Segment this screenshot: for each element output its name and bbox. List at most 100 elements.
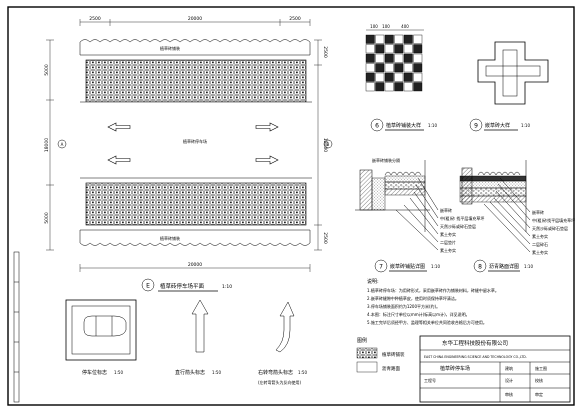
detail7-callout-3: 天然沙砾或碎石垫层 (440, 223, 476, 229)
paver-cell (413, 53, 423, 63)
straight-arrow-detail: 直行箭头标志 1:50 (175, 299, 221, 376)
grass-brick-outline (477, 41, 549, 105)
detail8-callout-1: 嵌草砖 (532, 209, 544, 215)
row-review: 审核 (505, 391, 513, 397)
detail6-dim-2: 100 (382, 24, 390, 29)
paver-cell (365, 34, 375, 44)
dim-left-total: 18000 (44, 138, 50, 152)
arrow-right-1 (255, 122, 279, 132)
paver-cell (384, 53, 394, 63)
curb-stone (359, 169, 373, 211)
row-approve: 审定 (535, 391, 543, 397)
detail7-callout-1: 嵌草砖 (440, 207, 452, 213)
paver-cell (365, 72, 375, 82)
paver-cell (375, 72, 385, 82)
stage: 施工图 (535, 365, 547, 371)
paver-cell (413, 82, 423, 92)
note-line-1: 1.植草砖停车场：为用砖形式，采用嵌草砖作为铺装材料，砖缝中留水草。 (367, 287, 499, 293)
paver-cell (394, 53, 404, 63)
arrow-left-1 (107, 122, 131, 132)
detail6-bubble (370, 118, 384, 132)
paver-cell (384, 72, 394, 82)
detail9-title: 嵌草砖大样 (485, 122, 510, 129)
small-detail-2-scale: 1:50 (212, 370, 221, 375)
legend-item-1: 植草砖铺装 (382, 351, 405, 358)
small-detail-1-title: 停车位标志 (82, 369, 107, 376)
general-notes: 说明: 1.植草砖停车场：为用砖形式，采用嵌草砖作为铺装材料，砖缝中留水草。 2… (367, 278, 499, 325)
dim-bottom: 20000 (188, 262, 202, 268)
paver-cell (413, 34, 423, 44)
pave-label-mid: 植草砖停车场 (183, 138, 207, 144)
paver-grid (365, 34, 423, 92)
pave-label-bottom: 植草砖铺装 (160, 235, 180, 241)
dim-left-part-1: 5000 (44, 64, 50, 76)
legend-item-2: 沥青路面 (382, 365, 400, 372)
plan-title: 植草砖停车场平面 (160, 282, 205, 290)
small-detail-3-scale: 1:50 (298, 370, 307, 375)
paver-cell (375, 44, 385, 54)
detail-6-paver-pattern: 100 100 400 6 植草砖铺装大样 1:10 (365, 24, 437, 132)
parking-plan: 2500 20000 2500 5000 18000 5000 2500 180… (44, 16, 333, 292)
paver-cell (365, 53, 375, 63)
paver-cell (403, 63, 413, 73)
detail7-callout-4: 素土夯实 (440, 231, 456, 237)
detail7-bubble (374, 259, 388, 273)
detail9-bubble (469, 118, 483, 132)
paver-cell (365, 63, 375, 73)
paver-cell (384, 34, 394, 44)
dim-right-top: 2500 (322, 46, 328, 58)
paver-cell (403, 34, 413, 44)
drawing-name: 植草砖停车场 (440, 365, 470, 372)
row-project-no: 工程号 (424, 377, 436, 383)
paver-band-top (85, 59, 307, 103)
detail8-bubble (473, 259, 487, 273)
paver-cell (384, 63, 394, 73)
paver-cell (365, 82, 375, 92)
axis-bubble-a (57, 139, 67, 149)
detail-7-section: 嵌草砖铺装分隔 嵌草砖 中(粗)砂 找平层填充草坪 天然沙砾或碎石垫层 素土夯实… (355, 157, 484, 273)
paver-cell (394, 63, 404, 73)
paver-cell (403, 82, 413, 92)
company-name: 东华工程科技股份有限公司 (442, 339, 508, 347)
note-line-5: 5.施工完毕后须经甲方、监理等相关单位共同验收合格后方可使用。 (367, 319, 487, 325)
note-line-2: 2.嵌草砖缝隙中种植草皮，使用时须保持草坪清洁。 (367, 295, 459, 301)
note-line-4: 4.本图：标注尺寸单位以mm计(标高以m计)，详见说明。 (367, 311, 470, 317)
detail7-top-label: 嵌草砖铺装分隔 (372, 157, 400, 163)
discipline: 建筑 (505, 365, 513, 371)
detail-8-asphalt-section: 嵌草砖 中(粗)砂找平层填充草坪 天然沙砾或碎石垫层 素土夯实 二层碎石 素土夯… (459, 160, 575, 273)
plan-scale: 1:10 (222, 284, 232, 290)
detail-9-grass-brick: 9 嵌草砖大样 1:10 (469, 41, 549, 132)
turn-arrow-icon (275, 301, 295, 353)
paver-cell (413, 44, 423, 54)
turn-arrow-detail: 右转弯箭头标志 1:50 (左转弯箭头为反向使用) (258, 301, 307, 385)
paver-cell (413, 63, 423, 73)
detail8-scale: 1:10 (524, 264, 533, 269)
detail6-scale: 1:10 (428, 123, 437, 128)
note-line-3: 3.停车场铺装面积约为1200平方米(约)。 (367, 303, 440, 309)
detail8-callout-3: 天然沙砾或碎石垫层 (532, 225, 568, 231)
row-design: 设计 (505, 377, 513, 383)
paver-cell (384, 82, 394, 92)
paver-band-bottom (85, 182, 307, 226)
svg-text:7: 7 (379, 264, 383, 271)
plan-title-bubble (141, 278, 155, 292)
paver-cell (375, 53, 385, 63)
shrub-border-top (79, 39, 311, 56)
detail6-dim-3: 400 (401, 24, 409, 29)
detail9-scale: 1:10 (521, 123, 530, 128)
arrow-right-2 (255, 155, 279, 165)
legend-swatch-paver (356, 347, 378, 359)
svg-text:A: A (61, 142, 64, 147)
notes-heading: 说明: (367, 278, 379, 285)
paver-cell (394, 72, 404, 82)
paver-cell (413, 72, 423, 82)
arrow-left-2 (107, 155, 131, 165)
legend: 图例 植草砖铺装 沥青路面 (356, 337, 405, 373)
paver-cell (375, 63, 385, 73)
paver-cell (403, 53, 413, 63)
axis-bubble-b (323, 139, 333, 149)
svg-text:B: B (327, 142, 330, 147)
detail8-callout-6: 素土夯实 (532, 249, 548, 255)
paver-cell (403, 72, 413, 82)
